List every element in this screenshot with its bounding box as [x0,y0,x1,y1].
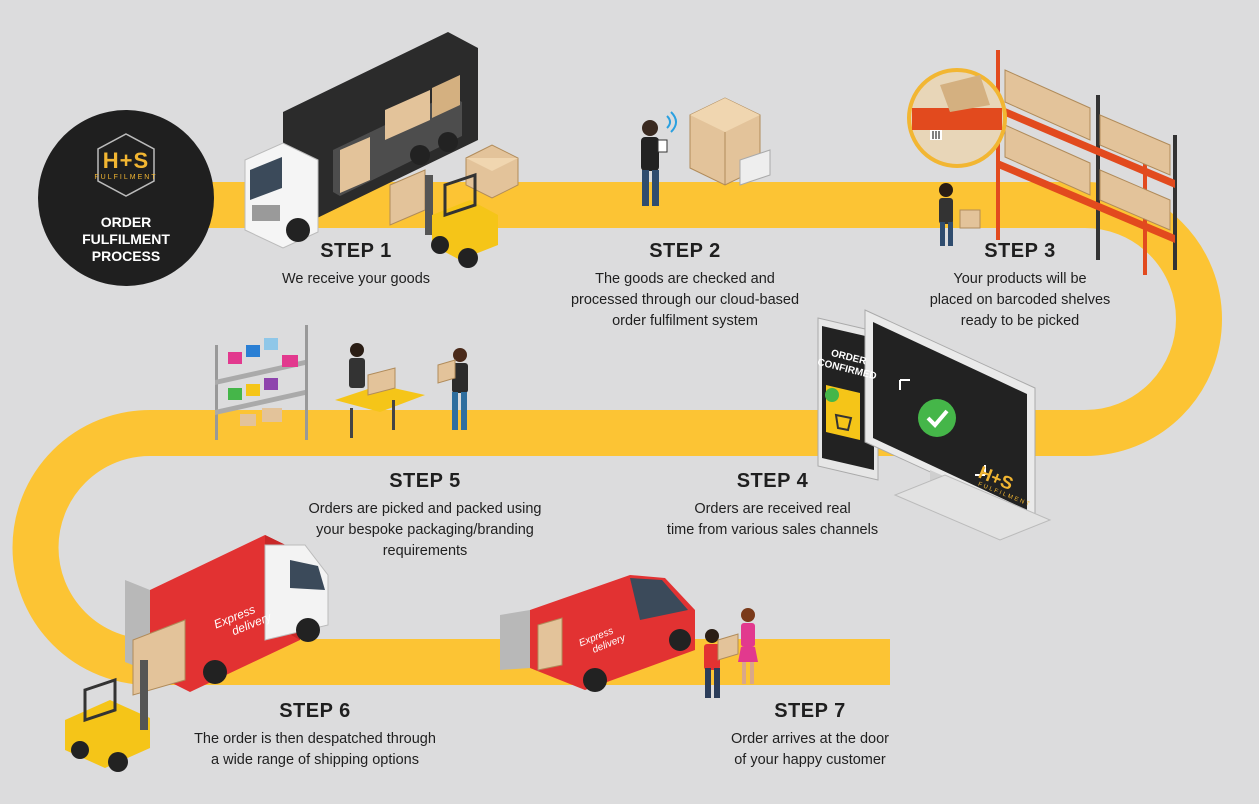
step-2-title: STEP 2 [649,240,721,262]
step-1-caption: STEP 1 We receive your goods [236,240,476,290]
stacked-boxes [689,97,771,186]
monitor-confirmation [864,309,1052,541]
delivery-van [500,575,695,692]
delivery-truck [125,535,329,696]
step-5-caption: STEP 5 Orders are picked and packed usin… [285,470,565,562]
road-path [12,182,1222,685]
step-4-desc: Orders are received real time from vario… [666,501,879,538]
step-2-caption: STEP 2 The goods are checked and process… [545,240,825,332]
step-7-caption: STEP 7 Order arrives at the door of your… [705,700,915,771]
step-2-desc: The goods are checked and processed thro… [570,271,800,329]
step-3-desc: Your products will be placed on barcoded… [929,271,1111,329]
phone-order-confirmed [817,317,879,481]
packing-shelves [215,325,308,440]
step-4-title: STEP 4 [736,470,809,492]
step-4-caption: STEP 4 Orders are received real time fro… [640,470,905,541]
step-5-desc: Orders are picked and packed using your … [308,501,542,559]
forklift-illustration [389,169,498,268]
step-1-desc: We receive your goods [281,271,431,287]
step-6-desc: The order is then despatched through a w… [194,731,436,768]
process-badge: H+S FULFILMENT ORDER FULFILMENT PROCESS [38,110,214,286]
badge-logo-sub: FULFILMENT [94,174,158,181]
badge-title: ORDER FULFILMENT PROCESS [82,214,170,264]
step-6-caption: STEP 6 The order is then despatched thro… [170,700,460,771]
step-7-desc: Order arrives at the door of your happy … [731,731,889,768]
step-3-title: STEP 3 [984,240,1056,262]
badge-logo: H+S [102,148,150,173]
barcode-zoom-circle [907,68,1007,168]
worker-with-trolley [939,183,981,246]
step-6-title: STEP 6 [279,700,351,722]
step-7-title: STEP 7 [774,700,846,722]
packing-table [335,343,468,438]
worker-with-tablet [641,111,677,206]
step-1-title: STEP 1 [320,240,392,262]
hexagon-logo-icon [97,133,155,197]
step-5-title: STEP 5 [389,470,461,492]
forklift-step6 [65,660,150,772]
warehouse-racking [996,50,1177,275]
pallet-boxes [465,144,519,199]
step-3-caption: STEP 3 Your products will be placed on b… [900,240,1140,332]
lorry-illustration [244,32,478,249]
courier-and-customer [704,608,758,698]
